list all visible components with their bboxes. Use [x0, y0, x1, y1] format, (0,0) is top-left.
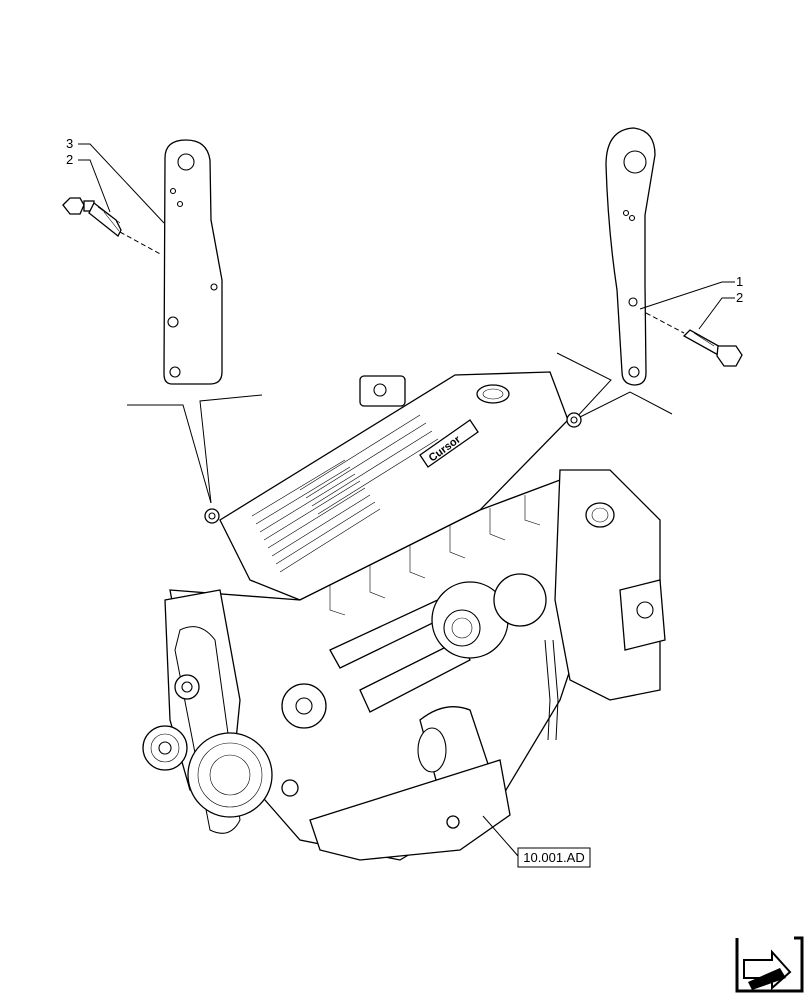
engine-assembly: Cursor: [142, 371, 666, 861]
callout-right-top: 1: [736, 274, 743, 289]
right-detail-pointer: [556, 352, 673, 421]
left-detail-pointer: [127, 394, 263, 504]
callout-left-top: 3: [66, 136, 73, 151]
reference-label: 10.001.AD: [523, 850, 584, 865]
callout-left-bottom: 2: [66, 152, 73, 167]
right-mounting-bolt: [682, 329, 743, 367]
right-lifting-bracket: [605, 127, 656, 386]
left-lifting-bracket: [163, 139, 223, 385]
reference-box[interactable]: 10.001.AD: [517, 847, 591, 868]
left-mounting-bolt: [62, 197, 122, 238]
callout-right-bottom: 2: [736, 290, 743, 305]
next-page-arrow-icon[interactable]: [735, 936, 804, 993]
